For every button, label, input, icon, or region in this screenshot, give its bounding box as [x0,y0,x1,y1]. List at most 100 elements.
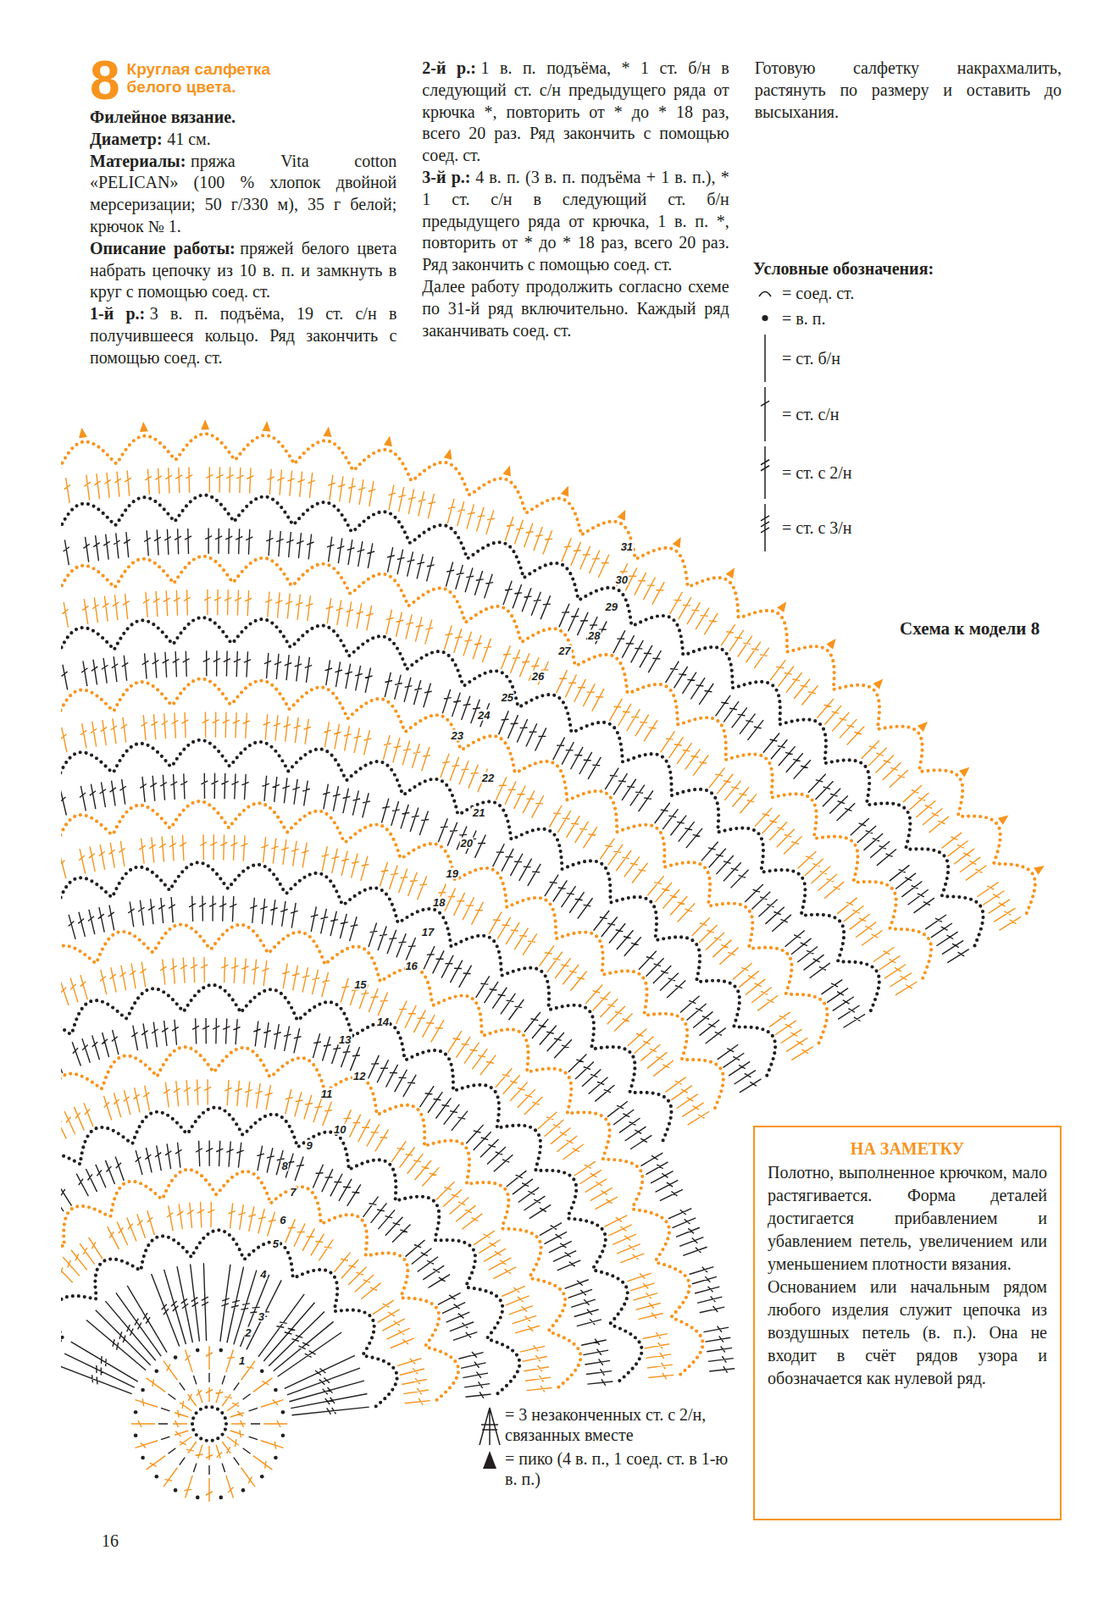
stitch-symbol [753,443,782,502]
legend-text: = соед. ст. [781,282,854,304]
body-text: Материалы: [89,151,186,171]
legend-extra: = 3 незаконченных ст. с 2/н, связанных в… [474,1404,738,1492]
paragraph: 2-й р.:1 в. п. подъёма, * 1 ст. б/н в сл… [421,57,729,167]
legend-text: = ст. с 2/н [781,462,853,483]
body-text: Филейное вязание. [89,107,236,127]
paragraph: 3-й р.:4 в. п. (3 в. п. подъёма + 1 в. п… [421,166,729,277]
row-number: 23 [450,729,465,741]
paragraph: 1-й р.:3 в. п. подъёма, 19 ст. с/н в пол… [89,303,397,369]
body-text: 3-й р.: [421,167,471,187]
legend-text: = в. п. [781,308,826,329]
row-number: 21 [471,807,486,819]
row-number: 20 [459,837,473,849]
stitch-symbol-path [760,504,770,552]
stitch-row [60,895,735,1373]
legend-row: = ст. б/н [753,332,1062,385]
chain-dot [133,1433,139,1438]
chain-dot [195,1348,200,1353]
row-number: 10 [332,1123,347,1135]
chain-dot [260,1369,265,1374]
text-columns: 8Круглая салфетка белого цвета. Филейное … [89,57,1062,373]
cluster-symbol [479,1408,500,1446]
row-1-stitches [172,1387,246,1461]
chain-dot [140,1388,145,1393]
stitch-symbol [474,1404,505,1448]
stitch-row [60,712,814,1184]
chain-dot [154,1474,159,1480]
row-number: 3 [257,1311,266,1323]
chain-symbol [761,315,768,322]
stitch-symbol [753,332,782,385]
row-number: 7 [288,1186,297,1198]
slip-stitch-symbol [759,292,771,298]
chain-row [60,556,932,1131]
chain-row [60,494,983,1114]
row-number: 16 [404,959,418,971]
legend-row: = в. п. [753,304,1062,333]
body-text: Далее работу продолжить согласно схеме п… [421,277,729,340]
row-number: 14 [376,1016,390,1028]
title: Круглая салфетка белого цвета. [127,57,305,96]
chain-dot [173,1488,178,1493]
stitch-row [60,1263,370,1415]
paragraph: 8Круглая салфетка белого цвета. [89,57,397,104]
picot-row [60,419,1045,1044]
stitch-symbol-path [764,334,766,383]
stitch-row [60,1018,613,1387]
chain-dot [154,1369,159,1374]
chain-row [60,862,671,1232]
legend-text: = пико (4 в. п., 1 соед. ст. в 1-ю в. п.… [504,1448,732,1490]
row-number: 24 [476,709,491,721]
legend-row: = пико (4 в. п., 1 соед. ст. в 1-ю в. п.… [474,1448,738,1490]
row-number: 9 [304,1140,313,1152]
body-text: Готовую салфетку накрахмалить, растянуть… [754,58,1062,122]
body-text: Диаметр: [89,129,163,149]
stitch-row [60,1202,431,1406]
paragraph: Готовую салфетку накрахмалить, растянуть… [754,57,1062,123]
body-text: 41 см. [166,129,211,149]
stitch-symbol-path [760,446,770,500]
stitch-row [60,466,1021,1101]
paragraph: Филейное вязание. [89,106,397,129]
chain-dot [218,1348,223,1353]
chain-row [60,1108,520,1395]
chain-dot [133,1410,139,1415]
row-number: 11 [320,1087,334,1099]
row-number: 15 [353,978,367,990]
legend-heading: Условные обозначения: [753,258,1062,279]
legend-text: = ст. с/н [781,404,840,425]
legend: Условные обозначения: = соед. ст. = в. п. =… [753,258,1062,555]
paragraph: Материалы:пряжа Vita cotton «PELICAN» (1… [89,150,397,239]
chain-dot [260,1474,265,1480]
stitch-row [60,834,710,1225]
row-2-stitches [158,1373,261,1475]
paragraph: Далее работу продолжить согласно схеме п… [421,276,729,342]
chain-ring [192,1407,227,1442]
note-box: НА ЗАМЕТКУПолотно, выполненное крючком, … [753,1125,1062,1521]
chain-row [60,801,724,1213]
legend-text: = ст. с 3/н [781,517,853,538]
chain-row [60,740,776,1198]
row-number: 6 [278,1214,287,1226]
chain-dot [195,1496,200,1501]
row-number: 27 [557,644,572,656]
row-number: 1 [238,1355,246,1367]
row-number: 2 [243,1326,252,1338]
row-number: 4 [259,1268,267,1280]
row-number: 13 [338,1033,352,1045]
chain-dot [273,1388,278,1393]
chain-row [60,433,1036,1087]
row-number: 26 [531,670,545,682]
chain-dot [140,1456,145,1461]
stitch-symbol [474,1448,505,1473]
stitch-row [60,957,674,1381]
row-number: 29 [604,600,619,612]
chain-row [60,985,643,1381]
row-3-stitches [131,1346,288,1503]
stitch-row [60,528,970,1127]
legend-row: = ст. с/н [753,384,1062,444]
chain-dot [281,1433,286,1438]
body-text: Описание работы: [89,238,236,258]
body-text: 1-й р.: [89,304,145,323]
